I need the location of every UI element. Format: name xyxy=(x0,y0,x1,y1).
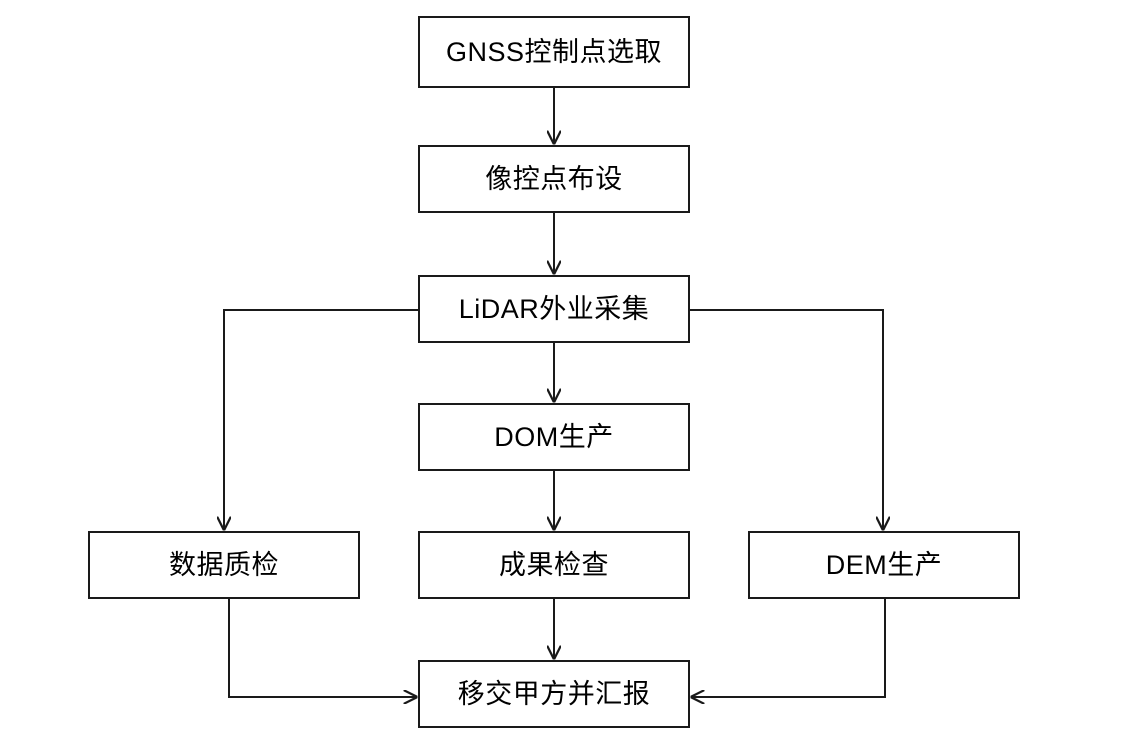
node-dem-production[interactable]: DEM生产 xyxy=(748,531,1020,599)
node-image-control-point-layout[interactable]: 像控点布设 xyxy=(418,145,690,213)
node-label: 成果检查 xyxy=(499,549,609,580)
node-gnss-control-point-selection[interactable]: GNSS控制点选取 xyxy=(418,16,690,88)
node-dom-production[interactable]: DOM生产 xyxy=(418,403,690,471)
node-handover-and-report[interactable]: 移交甲方并汇报 xyxy=(418,660,690,728)
edge-lidar-to-qc xyxy=(224,309,418,529)
node-label: DEM生产 xyxy=(825,549,943,580)
node-label: 移交甲方并汇报 xyxy=(457,678,651,709)
node-data-quality-check[interactable]: 数据质检 xyxy=(88,531,360,599)
edge-qc-to-handover xyxy=(228,599,416,697)
node-label: LiDAR外业采集 xyxy=(458,293,650,324)
node-result-inspection[interactable]: 成果检查 xyxy=(418,531,690,599)
node-label: DOM生产 xyxy=(494,421,614,452)
node-label: 数据质检 xyxy=(169,549,279,580)
node-label: GNSS控制点选取 xyxy=(445,36,663,67)
edge-lidar-to-dem xyxy=(690,309,883,529)
node-label: 像控点布设 xyxy=(485,163,623,194)
edge-dem-to-handover xyxy=(692,599,886,697)
node-lidar-field-collection[interactable]: LiDAR外业采集 xyxy=(418,275,690,343)
